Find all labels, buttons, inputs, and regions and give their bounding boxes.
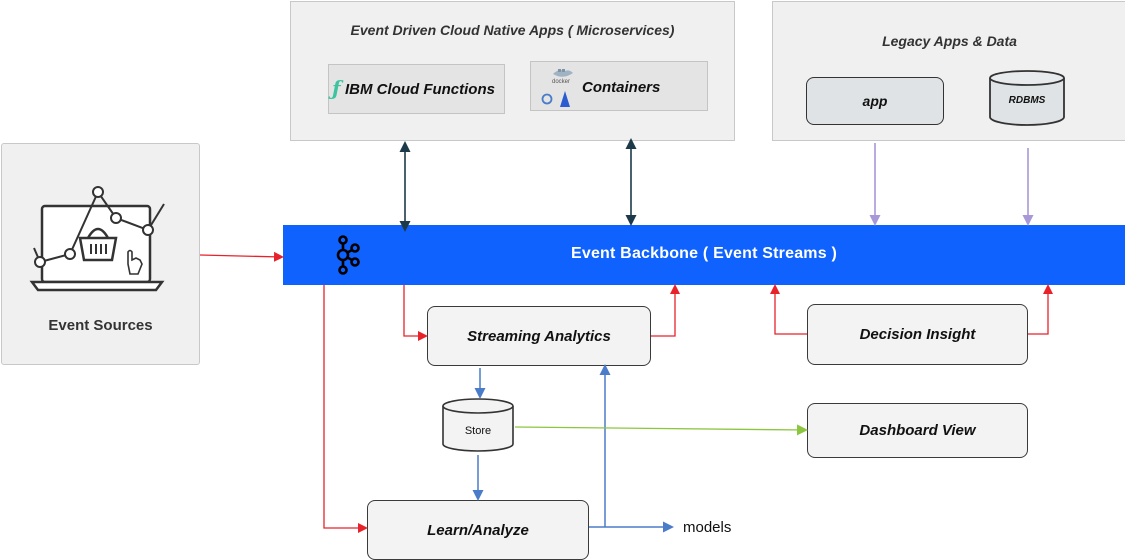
streaming-to-backbone-arrow bbox=[651, 284, 680, 337]
rdbms-label: RDBMS bbox=[1008, 95, 1046, 106]
backbone-to-streaming-arrow bbox=[403, 285, 428, 341]
ibm-cloud-functions-box: ƒ IBM Cloud Functions bbox=[328, 64, 505, 114]
decision-insight-node: Decision Insight bbox=[807, 304, 1028, 365]
legacy-app-box: app bbox=[806, 77, 944, 125]
event-backbone-bar: Event Backbone ( Event Streams ) bbox=[283, 225, 1125, 285]
event-sources-icon bbox=[29, 186, 165, 292]
models-label: models bbox=[683, 519, 732, 536]
containers-label: Containers bbox=[582, 79, 661, 96]
rdbms-cylinder-icon bbox=[989, 70, 1065, 126]
event-backbone-label: Event Backbone ( Event Streams ) bbox=[570, 245, 838, 262]
store-cylinder-icon bbox=[442, 398, 514, 452]
ibm-cloud-functions-icon: ƒ bbox=[332, 76, 341, 100]
kubernetes-icon bbox=[541, 91, 570, 107]
ibm-cloud-functions-label: IBM Cloud Functions bbox=[345, 81, 495, 98]
decision-insight-right-arrow bbox=[1028, 284, 1053, 335]
event-sources-to-backbone-arrow bbox=[199, 251, 284, 262]
decision-insight-left-arrow bbox=[770, 284, 807, 335]
event-sources-label: Event Sources bbox=[48, 317, 153, 334]
legacy-app-label: app bbox=[862, 93, 888, 109]
microservices-panel-title: Event Driven Cloud Native Apps ( Microse… bbox=[350, 22, 675, 38]
kafka-icon bbox=[336, 235, 360, 275]
legacy-panel-title: Legacy Apps & Data bbox=[882, 33, 1017, 49]
containers-box: docker Containers bbox=[530, 61, 708, 111]
store-to-dashboard-arrow bbox=[514, 424, 808, 436]
docker-text: docker bbox=[552, 79, 571, 85]
event-sources-panel: Event Sources bbox=[1, 143, 200, 365]
docker-icon bbox=[553, 69, 573, 77]
store-label: Store bbox=[464, 425, 492, 437]
backbone-to-learn-arrow bbox=[323, 285, 368, 533]
dashboard-view-node: Dashboard View bbox=[807, 403, 1028, 458]
streaming-analytics-node: Streaming Analytics bbox=[427, 306, 651, 366]
